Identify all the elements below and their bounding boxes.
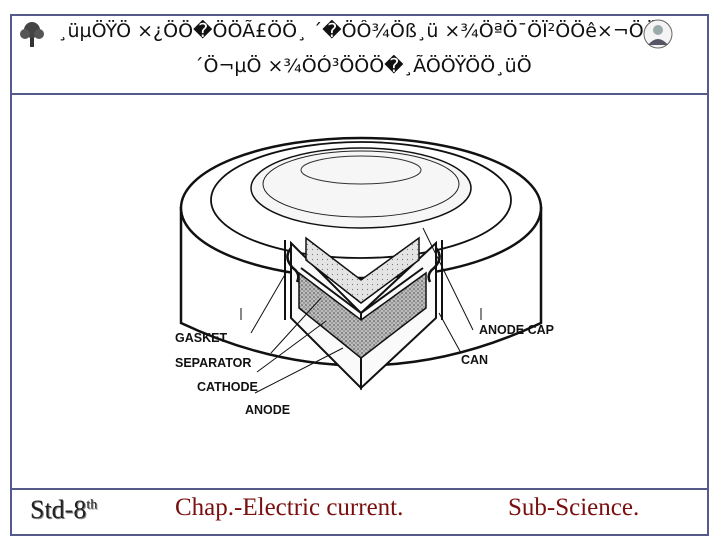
person-icon	[643, 19, 673, 49]
tree-icon	[18, 20, 46, 48]
footer-subject: Sub-Science.	[508, 494, 639, 522]
label-cathode: CATHODE	[197, 380, 258, 394]
label-separator: SEPARATOR	[175, 356, 251, 370]
footer-chapter: Chap.-Electric current.	[175, 494, 403, 522]
footer-standard-suffix: th	[86, 497, 97, 512]
footer-standard-text: Std-8	[30, 495, 86, 524]
footer-standard: Std-8th	[30, 495, 97, 525]
header-divider	[10, 93, 709, 95]
label-anode: ANODE	[245, 403, 290, 417]
header-title: ¸üµÖŸÖ ×¿ÖÖ�ÖÖÃ£ÖÖ¸ ´�ÖÔ¾Öß¸ü ×¾ÖªÖ¯ÖÏ²Ö…	[58, 20, 658, 42]
battery-diagram: GASKET SEPARATOR CATHODE ANODE ANODE CAP…	[161, 108, 561, 428]
header-subtitle: ´Ö¬µÖ ×¾ÖÓ³ÖÖÖ�¸ÃÖÖŸÖÖ¸üÖ	[194, 55, 554, 77]
footer-divider	[10, 488, 709, 490]
label-can: CAN	[461, 353, 488, 367]
label-anode-cap: ANODE CAP	[479, 323, 554, 337]
label-gasket: GASKET	[175, 331, 227, 345]
